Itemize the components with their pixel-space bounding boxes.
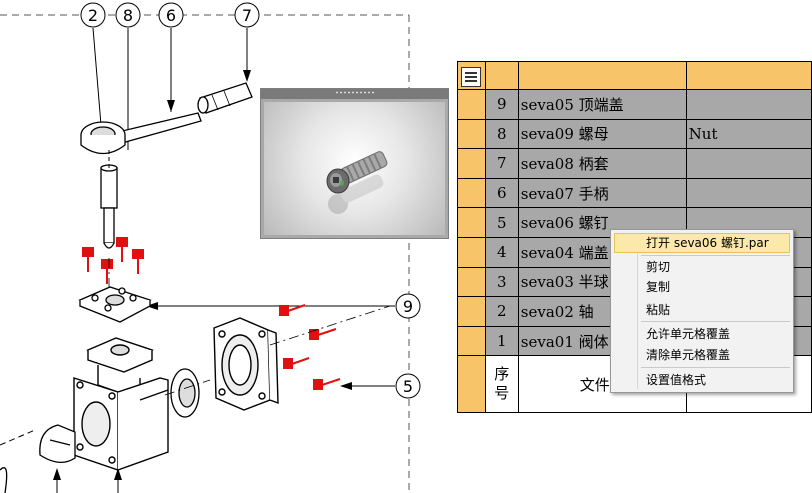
table-menu-cell[interactable] [457,61,486,90]
leader-lines [56,27,395,493]
table-menu-icon[interactable] [461,66,482,87]
menu-separator [641,255,790,256]
table-header-row [457,61,812,90]
cell-no[interactable]: 4 [484,236,519,268]
menu-item-6[interactable]: 清除单元格覆盖 [646,348,731,362]
red-screws [82,237,341,390]
cell-no[interactable]: 3 [484,266,519,298]
context-menu: 打开 seva06 螺钉.par 剪切复制粘贴允许单元格覆盖清除单元格覆盖设置值格… [610,229,794,393]
handle-sleeve [197,82,253,114]
column-header-name[interactable] [517,61,687,90]
svg-text:8: 8 [123,6,133,25]
menu-item-7[interactable]: 设置值格式 [646,373,707,387]
balloon-5: 5 [395,373,421,399]
row-selector[interactable] [457,236,486,268]
column-header-no[interactable] [484,61,519,90]
sheet-border [0,14,410,493]
cell-note[interactable] [685,148,812,179]
row-selector[interactable] [457,177,486,209]
cell-no[interactable]: 2 [484,296,519,327]
balloon-2: 2 [80,2,106,28]
drag-grip-icon[interactable] [334,91,375,94]
cell-name[interactable]: seva05 顶端盖 [517,89,687,120]
cell-note[interactable] [685,177,812,209]
footer-no-label: 序号 [484,355,519,414]
axis-lines [108,258,391,396]
cell-no[interactable]: 6 [484,177,519,209]
menu-item-2[interactable]: 剪切 [646,260,671,274]
balloon-6: 6 [158,2,184,28]
gasket-part [170,368,200,418]
cell-note[interactable] [685,89,812,120]
svg-text:7: 7 [242,6,252,25]
menu-item-5[interactable]: 允许单元格覆盖 [646,327,731,341]
stem-part [100,164,118,249]
balloon-8: 8 [115,2,141,28]
end-cap-part [213,317,279,411]
valve-body-part [73,337,169,471]
cell-note[interactable]: Nut [685,118,812,150]
row-selector[interactable] [457,266,486,298]
row-selector[interactable] [457,89,486,120]
menu-item-1[interactable]: 打开 seva06 螺钉.par [614,233,790,253]
leader-arrows [53,70,352,480]
svg-text:6: 6 [166,6,176,25]
row-selector[interactable] [457,118,486,150]
row-selector[interactable] [457,296,486,327]
column-header-note[interactable] [685,61,812,90]
cell-name[interactable]: seva09 螺母 [517,118,687,150]
balloons: 2 8 6 7 9 5 [80,2,421,399]
screw-3d-preview [326,151,388,214]
top-cap-part [78,286,152,323]
cell-no[interactable]: 8 [484,118,519,150]
preview-titlebar[interactable] [261,89,448,99]
svg-text:2: 2 [88,6,98,25]
balloon-7: 7 [234,2,260,28]
handle-part [80,112,202,155]
cell-no[interactable]: 9 [484,89,519,120]
svg-text:9: 9 [403,297,413,316]
balloon-9: 9 [395,293,421,319]
row-selector[interactable] [457,355,486,414]
cell-no[interactable]: 1 [484,325,519,357]
cell-no[interactable]: 7 [484,148,519,179]
context-menu-gutter [637,233,638,389]
cell-name[interactable]: seva07 手柄 [517,177,687,209]
cell-no[interactable]: 5 [484,207,519,238]
menu-item-3[interactable]: 复制 [646,280,671,294]
svg-text:5: 5 [403,377,413,396]
preview-viewport [264,102,445,235]
part-preview-window[interactable] [260,88,449,239]
row-selector[interactable] [457,148,486,179]
row-selector[interactable] [457,325,486,357]
menu-item-4[interactable]: 粘贴 [646,303,671,317]
cell-name[interactable]: seva08 柄套 [517,148,687,179]
menu-separator [641,321,790,322]
half-sphere-part [39,424,76,463]
row-selector[interactable] [457,207,486,238]
menu-separator [641,367,790,368]
